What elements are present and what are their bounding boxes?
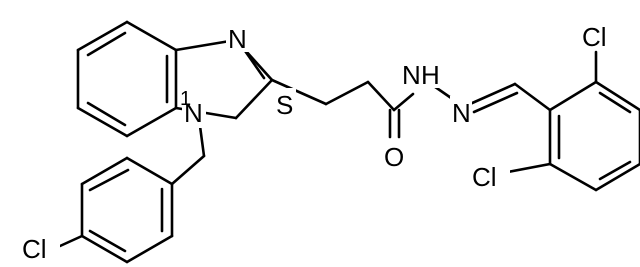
- atom-label-nh-hydrazide: N: [402, 60, 421, 90]
- atom-label-cl-upper: Cl: [582, 22, 607, 52]
- atom-label-nh-hydrazide-h: H: [421, 60, 440, 90]
- atom-label-n-imidazole: N: [228, 24, 247, 54]
- benzimidazole-benzene-ring: [76, 20, 178, 138]
- atom-label-n-imine: N: [452, 98, 471, 128]
- atom-label-n-ring-1: N: [184, 98, 203, 128]
- chlorobenzyl-group: [58, 124, 206, 264]
- atom-label-n-ring-1-locant: 1: [180, 88, 191, 110]
- atom-label-cl-benzyl: Cl: [22, 234, 47, 264]
- atom-label-s-thioether: S: [276, 90, 293, 120]
- atom-label-o-carbonyl: O: [384, 142, 404, 172]
- dichlorophenyl-ring: [506, 50, 640, 192]
- atom-labels: N N 1 S N H N O Cl Cl Cl: [22, 20, 622, 264]
- atom-label-cl-lower: Cl: [472, 162, 497, 192]
- thioacetyl-hydrazide-chain: [270, 78, 552, 139]
